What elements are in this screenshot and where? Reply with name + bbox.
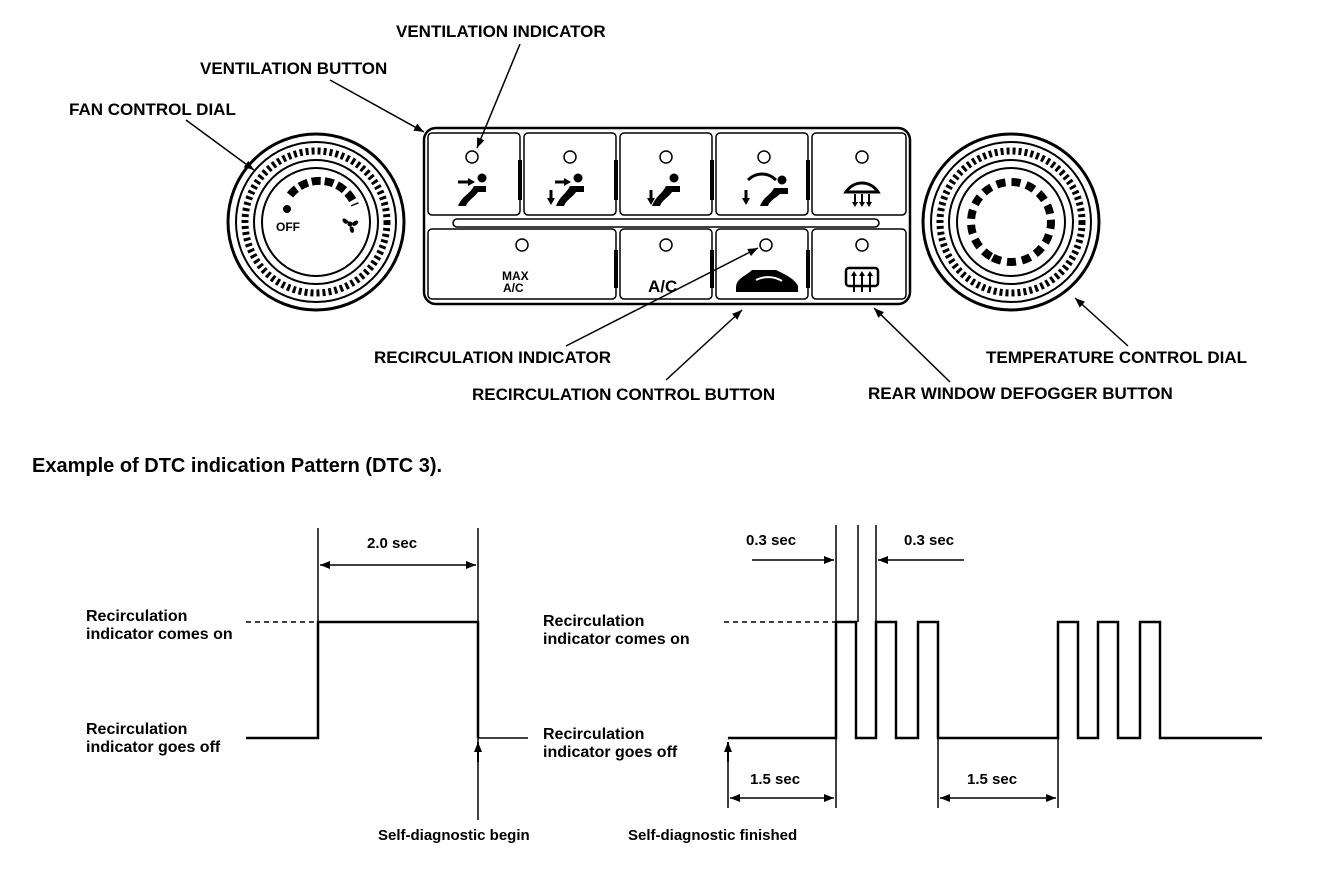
vent-floor-defrost-icon [742,172,788,206]
temperature-scale-icon [967,178,1055,266]
ac-label: A/C [648,277,677,296]
dial-off-label: OFF [276,220,300,234]
right-off-level-label: Recirculation indicator goes off [543,726,678,761]
fan-icon [342,218,359,233]
recirculation-indicator-label: RECIRCULATION INDICATOR [374,348,612,367]
rear-defogger-indicator-led [855,238,869,252]
temperature-control-dial-label: TEMPERATURE CONTROL DIAL [986,348,1247,367]
signal-waveform-right [728,620,1262,740]
pulse-interval-right-label: 0.3 sec [904,532,955,549]
pause-right-label: 1.5 sec [967,771,1018,788]
max-ac-indicator-led [515,238,529,252]
timing-diagram-finished [724,525,1262,808]
callout-leaders [185,43,1129,383]
left-off-level-label: Recirculation indicator goes off [86,721,221,756]
fan-control-dial-label: FAN CONTROL DIAL [69,100,236,119]
floor-indicator-led [659,150,673,164]
recirculation-control-button-label: RECIRCULATION CONTROL BUTTON [472,385,776,404]
vent-bilevel-icon [547,173,584,206]
ventilation-indicator-label: VENTILATION INDICATOR [396,22,606,41]
vent-floor-button[interactable] [619,132,713,216]
rear-window-defogger-button-label: REAR WINDOW DEFOGGER BUTTON [868,384,1173,403]
vent-face-button[interactable] [427,132,521,216]
recirculation-indicator-led [759,238,773,252]
pulse-interval-left-label: 0.3 sec [746,532,797,549]
ventilation-indicator-led [465,150,479,164]
self-diagnostic-begin-label: Self-diagnostic begin [378,827,530,844]
signal-waveform-left [246,620,480,740]
pause-left-label: 1.5 sec [750,771,801,788]
recirculation-car-icon [736,270,798,292]
windshield-defrost-icon [843,181,881,207]
climate-control-panel: MAX A/C A/C [422,126,912,306]
max-label: MAX [502,269,529,283]
vent-floor-icon [647,173,680,206]
bilevel-indicator-led [563,150,577,164]
right-on-level-label: Recirculation indicator comes on [543,613,690,648]
ac-indicator-led [659,238,673,252]
defrost-indicator-led [855,150,869,164]
max-ac-label: A/C [503,281,524,295]
off-dot-icon [283,205,291,213]
interval-2sec-label: 2.0 sec [367,535,418,552]
self-diagnostic-finished-label: Self-diagnostic finished [628,827,798,844]
vent-face-icon [458,173,487,206]
fan-control-dial[interactable]: OFF [226,132,406,312]
rear-defogger-icon [844,266,880,292]
dtc-pattern-heading: Example of DTC indication Pattern (DTC 3… [32,455,443,477]
rear-window-defogger-button[interactable] [811,228,907,300]
windshield-defrost-button[interactable] [811,132,907,216]
temperature-control-dial[interactable] [921,132,1101,312]
left-on-level-label: Recirculation indicator comes on [86,608,233,643]
panel-divider [452,218,880,228]
vent-bilevel-button[interactable] [523,132,617,216]
floor-defrost-indicator-led [757,150,771,164]
timing-diagram-begin [246,528,528,820]
ventilation-button-label: VENTILATION BUTTON [200,59,388,78]
